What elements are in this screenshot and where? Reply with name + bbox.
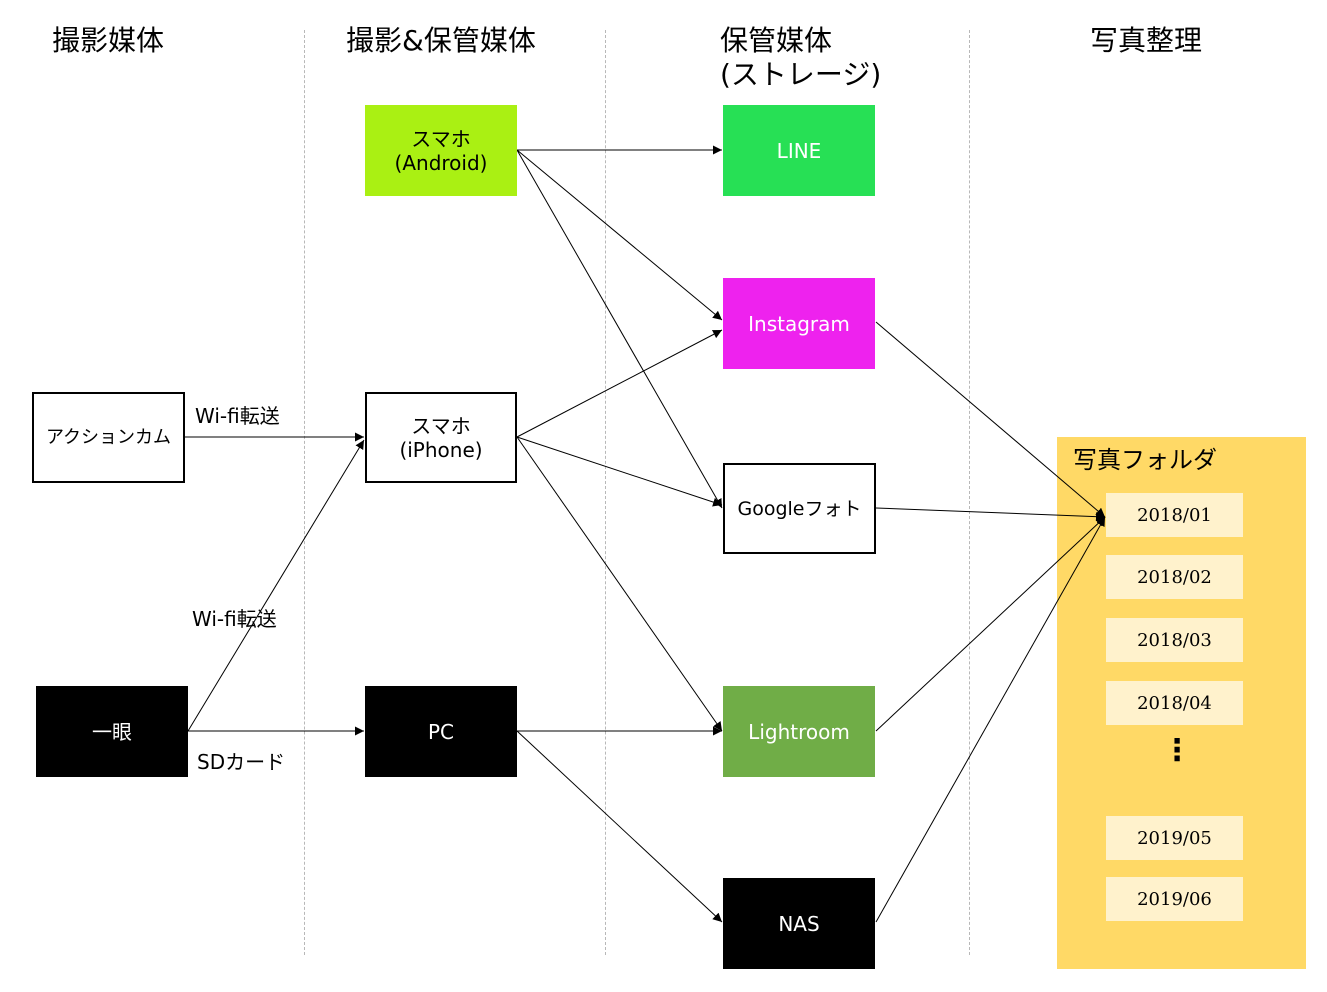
node-nas-label: NAS: [778, 911, 820, 936]
node-instagram-label: Instagram: [748, 311, 850, 336]
arrow-iphone-to-lightroom: [516, 436, 723, 732]
node-google-photos-label: Googleフォト: [737, 497, 862, 520]
header-organize: 写真整理: [1090, 24, 1203, 57]
node-lightroom-label: Lightroom: [748, 719, 850, 744]
header-storage: 保管媒体 (ストレージ): [720, 24, 881, 92]
node-android-label-line2: (Android): [394, 150, 488, 175]
node-android-label-line1: スマホ: [411, 126, 471, 151]
arrow-dslr-to-iphone: [187, 439, 365, 732]
arrow-nas-to-folder: [875, 516, 1106, 923]
folder-month: 2018/02: [1106, 555, 1243, 599]
folder-month: 2018/04: [1106, 681, 1243, 725]
arrow-pc-to-nas: [516, 730, 723, 923]
node-lightroom: Lightroom: [723, 686, 875, 777]
node-pc-label: PC: [427, 719, 455, 744]
column-divider: [605, 30, 606, 955]
node-android: スマホ (Android): [365, 105, 517, 196]
node-dslr-label: 一眼: [92, 719, 132, 744]
node-nas: NAS: [723, 878, 875, 969]
node-google-photos: Googleフォト: [723, 463, 876, 554]
header-capture-storage: 撮影&保管媒体: [346, 24, 536, 57]
edge-label-wifi-bottom: Wi-fi転送: [192, 607, 277, 631]
arrow-iphone-to-google-photos: [516, 436, 723, 507]
arrow-google-photos-to-folder: [875, 507, 1106, 522]
column-divider: [969, 30, 970, 955]
node-pc: PC: [365, 686, 517, 777]
node-line: LINE: [723, 105, 875, 196]
node-iphone-label-line2: (iPhone): [399, 437, 483, 462]
arrow-instagram-to-folder: [875, 321, 1106, 518]
folder-month: 2019/06: [1106, 877, 1243, 921]
column-divider: [304, 30, 305, 955]
photo-folder-title: 写真フォルダ: [1073, 446, 1217, 474]
node-action-cam-label: アクションカム: [45, 426, 172, 448]
node-action-cam: アクションカム: [32, 392, 185, 483]
header-storage-line2: (ストレージ): [720, 58, 882, 91]
arrow-android-to-instagram: [516, 149, 723, 321]
header-capture: 撮影媒体: [52, 24, 165, 57]
arrow-lightroom-to-folder: [875, 516, 1106, 732]
node-iphone-label-line1: スマホ: [411, 413, 471, 438]
arrow-android-to-google-photos: [516, 149, 723, 509]
folder-month: 2018/03: [1106, 618, 1243, 662]
folder-month: 2018/01: [1106, 493, 1243, 537]
arrow-iphone-to-instagram: [516, 329, 723, 438]
edge-label-sd-card: SDカード: [197, 750, 286, 774]
edge-label-wifi-top: Wi-fi転送: [195, 404, 280, 428]
node-dslr: 一眼: [36, 686, 188, 777]
node-instagram: Instagram: [723, 278, 875, 369]
folder-month: 2019/05: [1106, 816, 1243, 860]
node-line-label: LINE: [776, 138, 822, 163]
node-iphone: スマホ (iPhone): [365, 392, 517, 483]
header-storage-line1: 保管媒体: [720, 24, 833, 57]
